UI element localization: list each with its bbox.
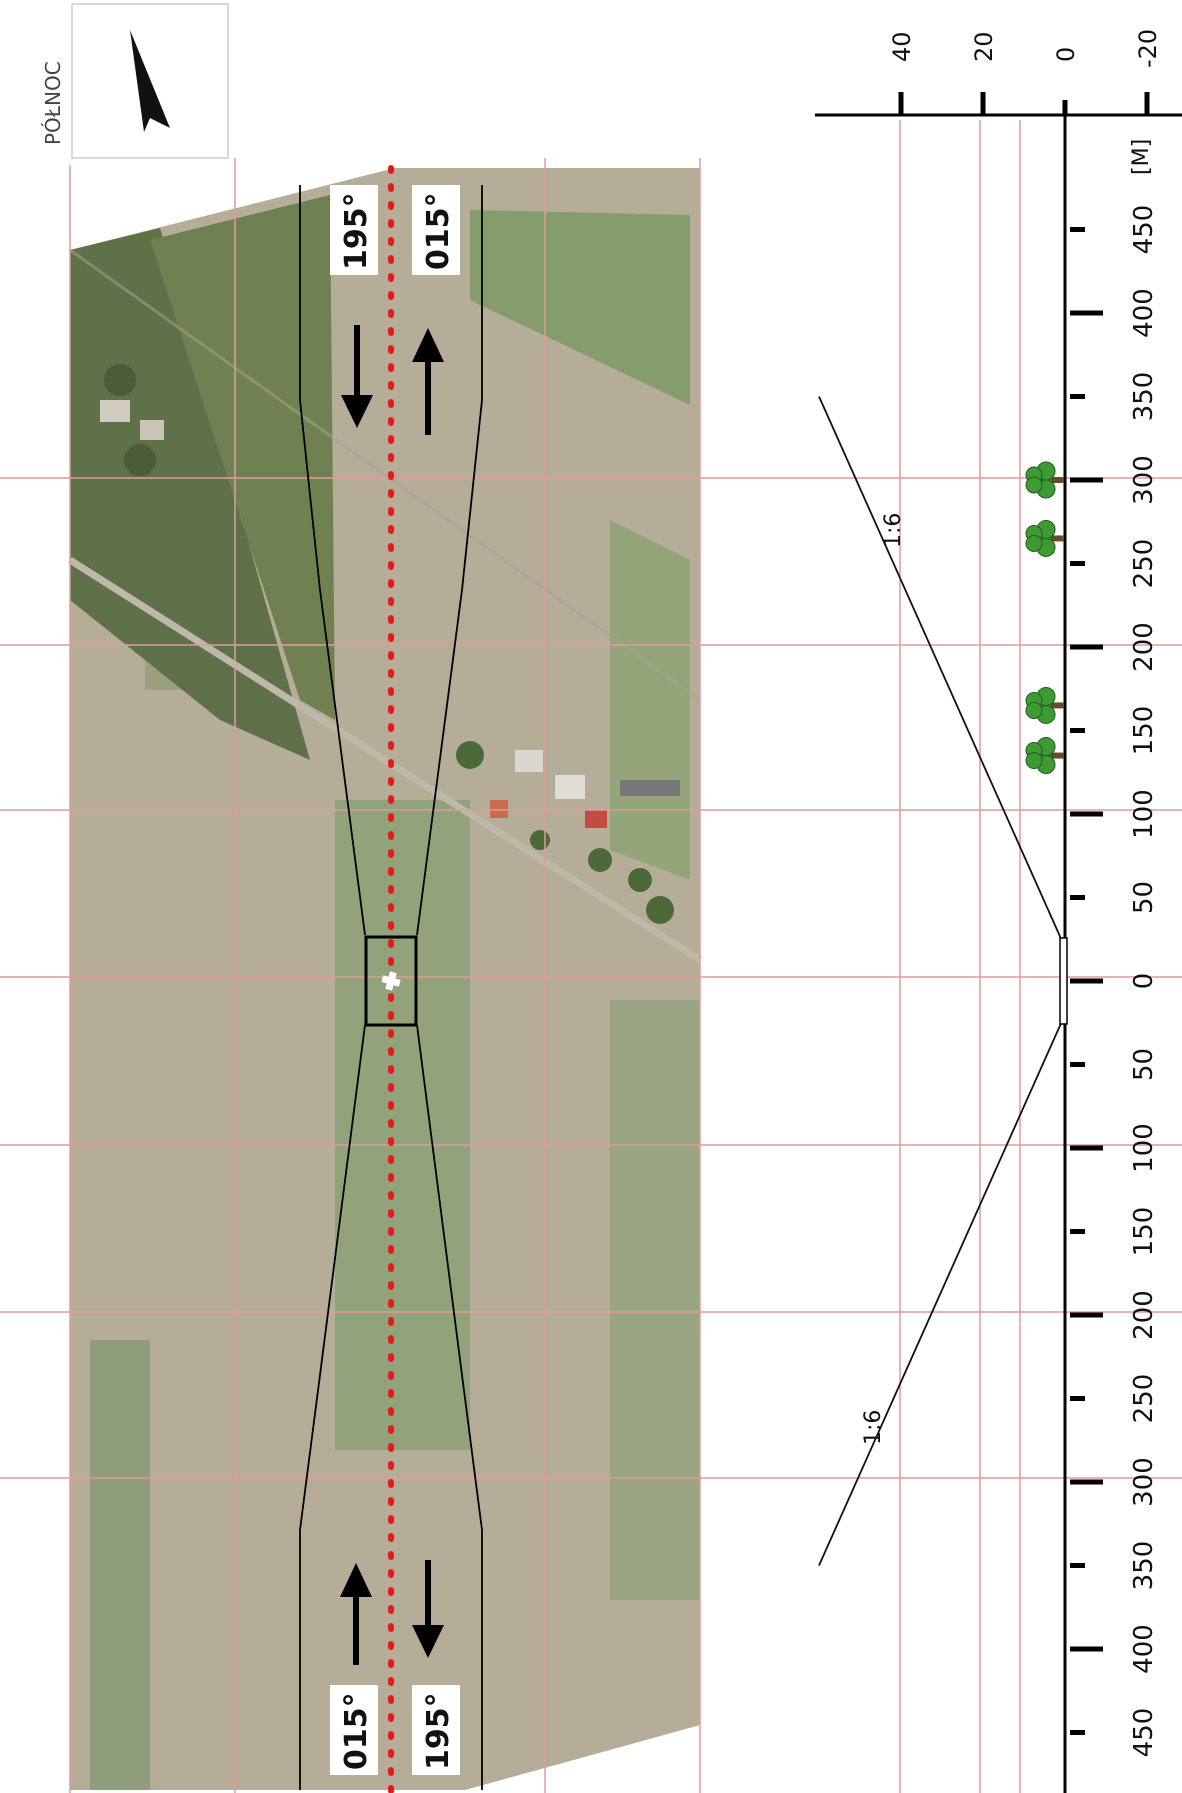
distance-tick-label: 300: [1129, 1457, 1159, 1507]
approach-surface-outline: [299, 185, 483, 1790]
tree-icon: [1025, 737, 1064, 775]
arrow-up-icon: [340, 1563, 372, 1665]
tree-icon: [1025, 461, 1064, 499]
aerodrome-cross-icon: [381, 971, 401, 991]
height-tick-label: 0: [1052, 47, 1080, 62]
arrow-up-icon: [412, 328, 444, 435]
distance-tick-label: 100: [1129, 1123, 1159, 1173]
approach-slope-line: [818, 1014, 1066, 1566]
distance-tick-label: 400: [1129, 1624, 1159, 1674]
distance-tick-label: 200: [1129, 622, 1159, 672]
distance-tick-label: 450: [1129, 205, 1159, 255]
grid-lines: [0, 120, 1182, 1793]
heading-label-top-left: 195°: [339, 192, 374, 270]
distance-tick-label: 300: [1129, 455, 1159, 505]
distance-tick-label: 150: [1129, 706, 1159, 756]
distance-tick-label: 50: [1129, 1048, 1159, 1081]
slope-label-top: 1:6: [881, 513, 906, 548]
distance-tick-label: 100: [1129, 789, 1159, 839]
unit-label: [M]: [1129, 139, 1154, 175]
height-tick-label: 20: [970, 31, 998, 62]
distance-tick-label: 150: [1129, 1207, 1159, 1257]
distance-tick-label: 400: [1129, 288, 1159, 338]
runway-strip-profile: [1059, 937, 1068, 1025]
aerial-photo: [68, 168, 702, 1790]
distance-tick-label: 50: [1129, 881, 1159, 914]
north-arrow-icon: [130, 30, 170, 132]
distance-tick-label: 350: [1129, 372, 1159, 422]
distance-tick-label: 200: [1129, 1290, 1159, 1340]
distance-tick-label: 350: [1129, 1541, 1159, 1591]
distance-tick-label: 450: [1129, 1708, 1159, 1758]
distance-tick-label: 250: [1129, 1374, 1159, 1424]
distance-tick-label: 0: [1129, 973, 1159, 990]
runway-box: [364, 935, 418, 1027]
arrow-down-icon: [412, 1560, 444, 1658]
north-label: PÓŁNOC: [41, 61, 65, 145]
tree-icon: [1025, 686, 1064, 724]
approach-slope-line: [818, 396, 1066, 948]
heading-label-bottom-left: 015°: [339, 1692, 374, 1770]
height-tick-label: -20: [1134, 29, 1162, 68]
slope-label-bottom: 1:6: [861, 1410, 886, 1445]
heading-label-top-right: 015°: [421, 192, 456, 270]
height-tick-label: 40: [888, 31, 916, 62]
arrow-down-icon: [341, 325, 373, 428]
heading-label-bottom-right: 195°: [421, 1692, 456, 1770]
north-box: [71, 3, 229, 159]
tree-icon: [1025, 519, 1064, 557]
distance-tick-label: 250: [1129, 539, 1159, 589]
